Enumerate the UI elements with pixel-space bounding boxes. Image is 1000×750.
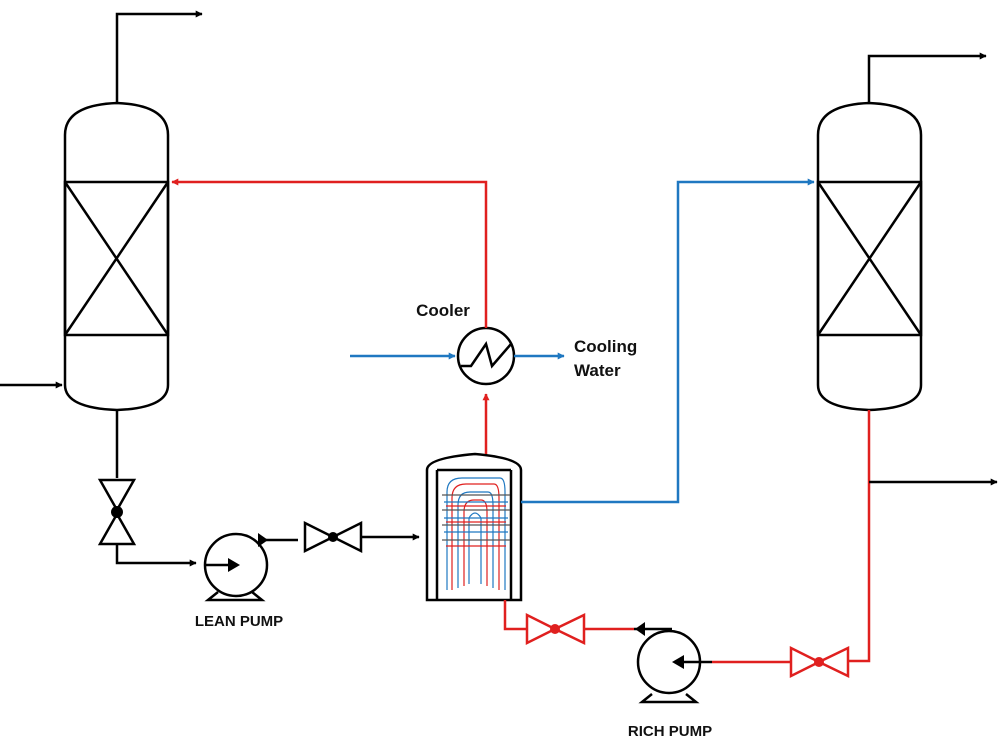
rich-line-valve-right <box>789 645 850 679</box>
lean-pump-label: LEAN PUMP <box>195 613 283 630</box>
vertical-valve <box>97 478 137 546</box>
right-column <box>816 101 923 412</box>
right-column-packing <box>816 180 923 337</box>
rich-line-valve-left <box>525 612 586 646</box>
rich-to-right-column-line <box>521 178 815 504</box>
left-column-packing <box>63 180 170 337</box>
left-packing-cross-2 <box>63 181 170 336</box>
rich-pump-label: RICH PUMP <box>628 723 712 740</box>
right-top-outlet-line <box>867 52 987 103</box>
valve-to-lean-pump-line <box>115 544 197 567</box>
cooler-icon <box>456 326 516 386</box>
cooling-water-label-line2: Water <box>574 361 621 380</box>
valve-to-exchanger-bottom-line <box>503 600 527 631</box>
cooled-lean-return-line <box>171 178 488 328</box>
rich-pump-icon <box>634 627 712 704</box>
left-column <box>63 101 170 412</box>
lean-pump-icon <box>203 532 298 602</box>
right-bottom-line <box>848 410 871 663</box>
lean-line-valve <box>303 520 363 554</box>
left-top-outlet-line <box>115 10 203 103</box>
cooler-label: Cooler <box>416 301 470 320</box>
exchanger-icon <box>425 452 523 602</box>
cooling-water-label-line1: Cooling <box>574 337 637 356</box>
right-packing-cross-2 <box>816 181 923 336</box>
